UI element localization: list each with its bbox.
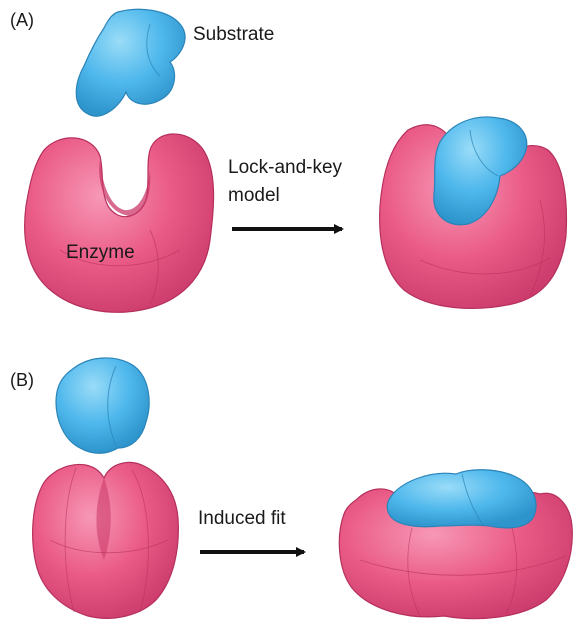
enzyme-label: Enzyme — [66, 242, 135, 265]
lock-and-key-label-line2: model — [228, 185, 280, 208]
substrate-label: Substrate — [193, 24, 274, 47]
panel-a-label: (A) — [10, 10, 34, 32]
enzyme-substrate-complex-b-icon — [339, 470, 572, 619]
panel-b-label: (B) — [10, 370, 34, 392]
induced-fit-label: Induced fit — [198, 508, 286, 531]
substrate-b-icon — [56, 358, 149, 453]
enzyme-a-icon — [25, 134, 214, 312]
enzyme-b-icon — [33, 462, 179, 618]
enzyme-substrate-complex-a-icon — [380, 117, 567, 308]
lock-and-key-label-line1: Lock-and-key — [228, 157, 342, 180]
substrate-a-icon — [76, 9, 185, 116]
